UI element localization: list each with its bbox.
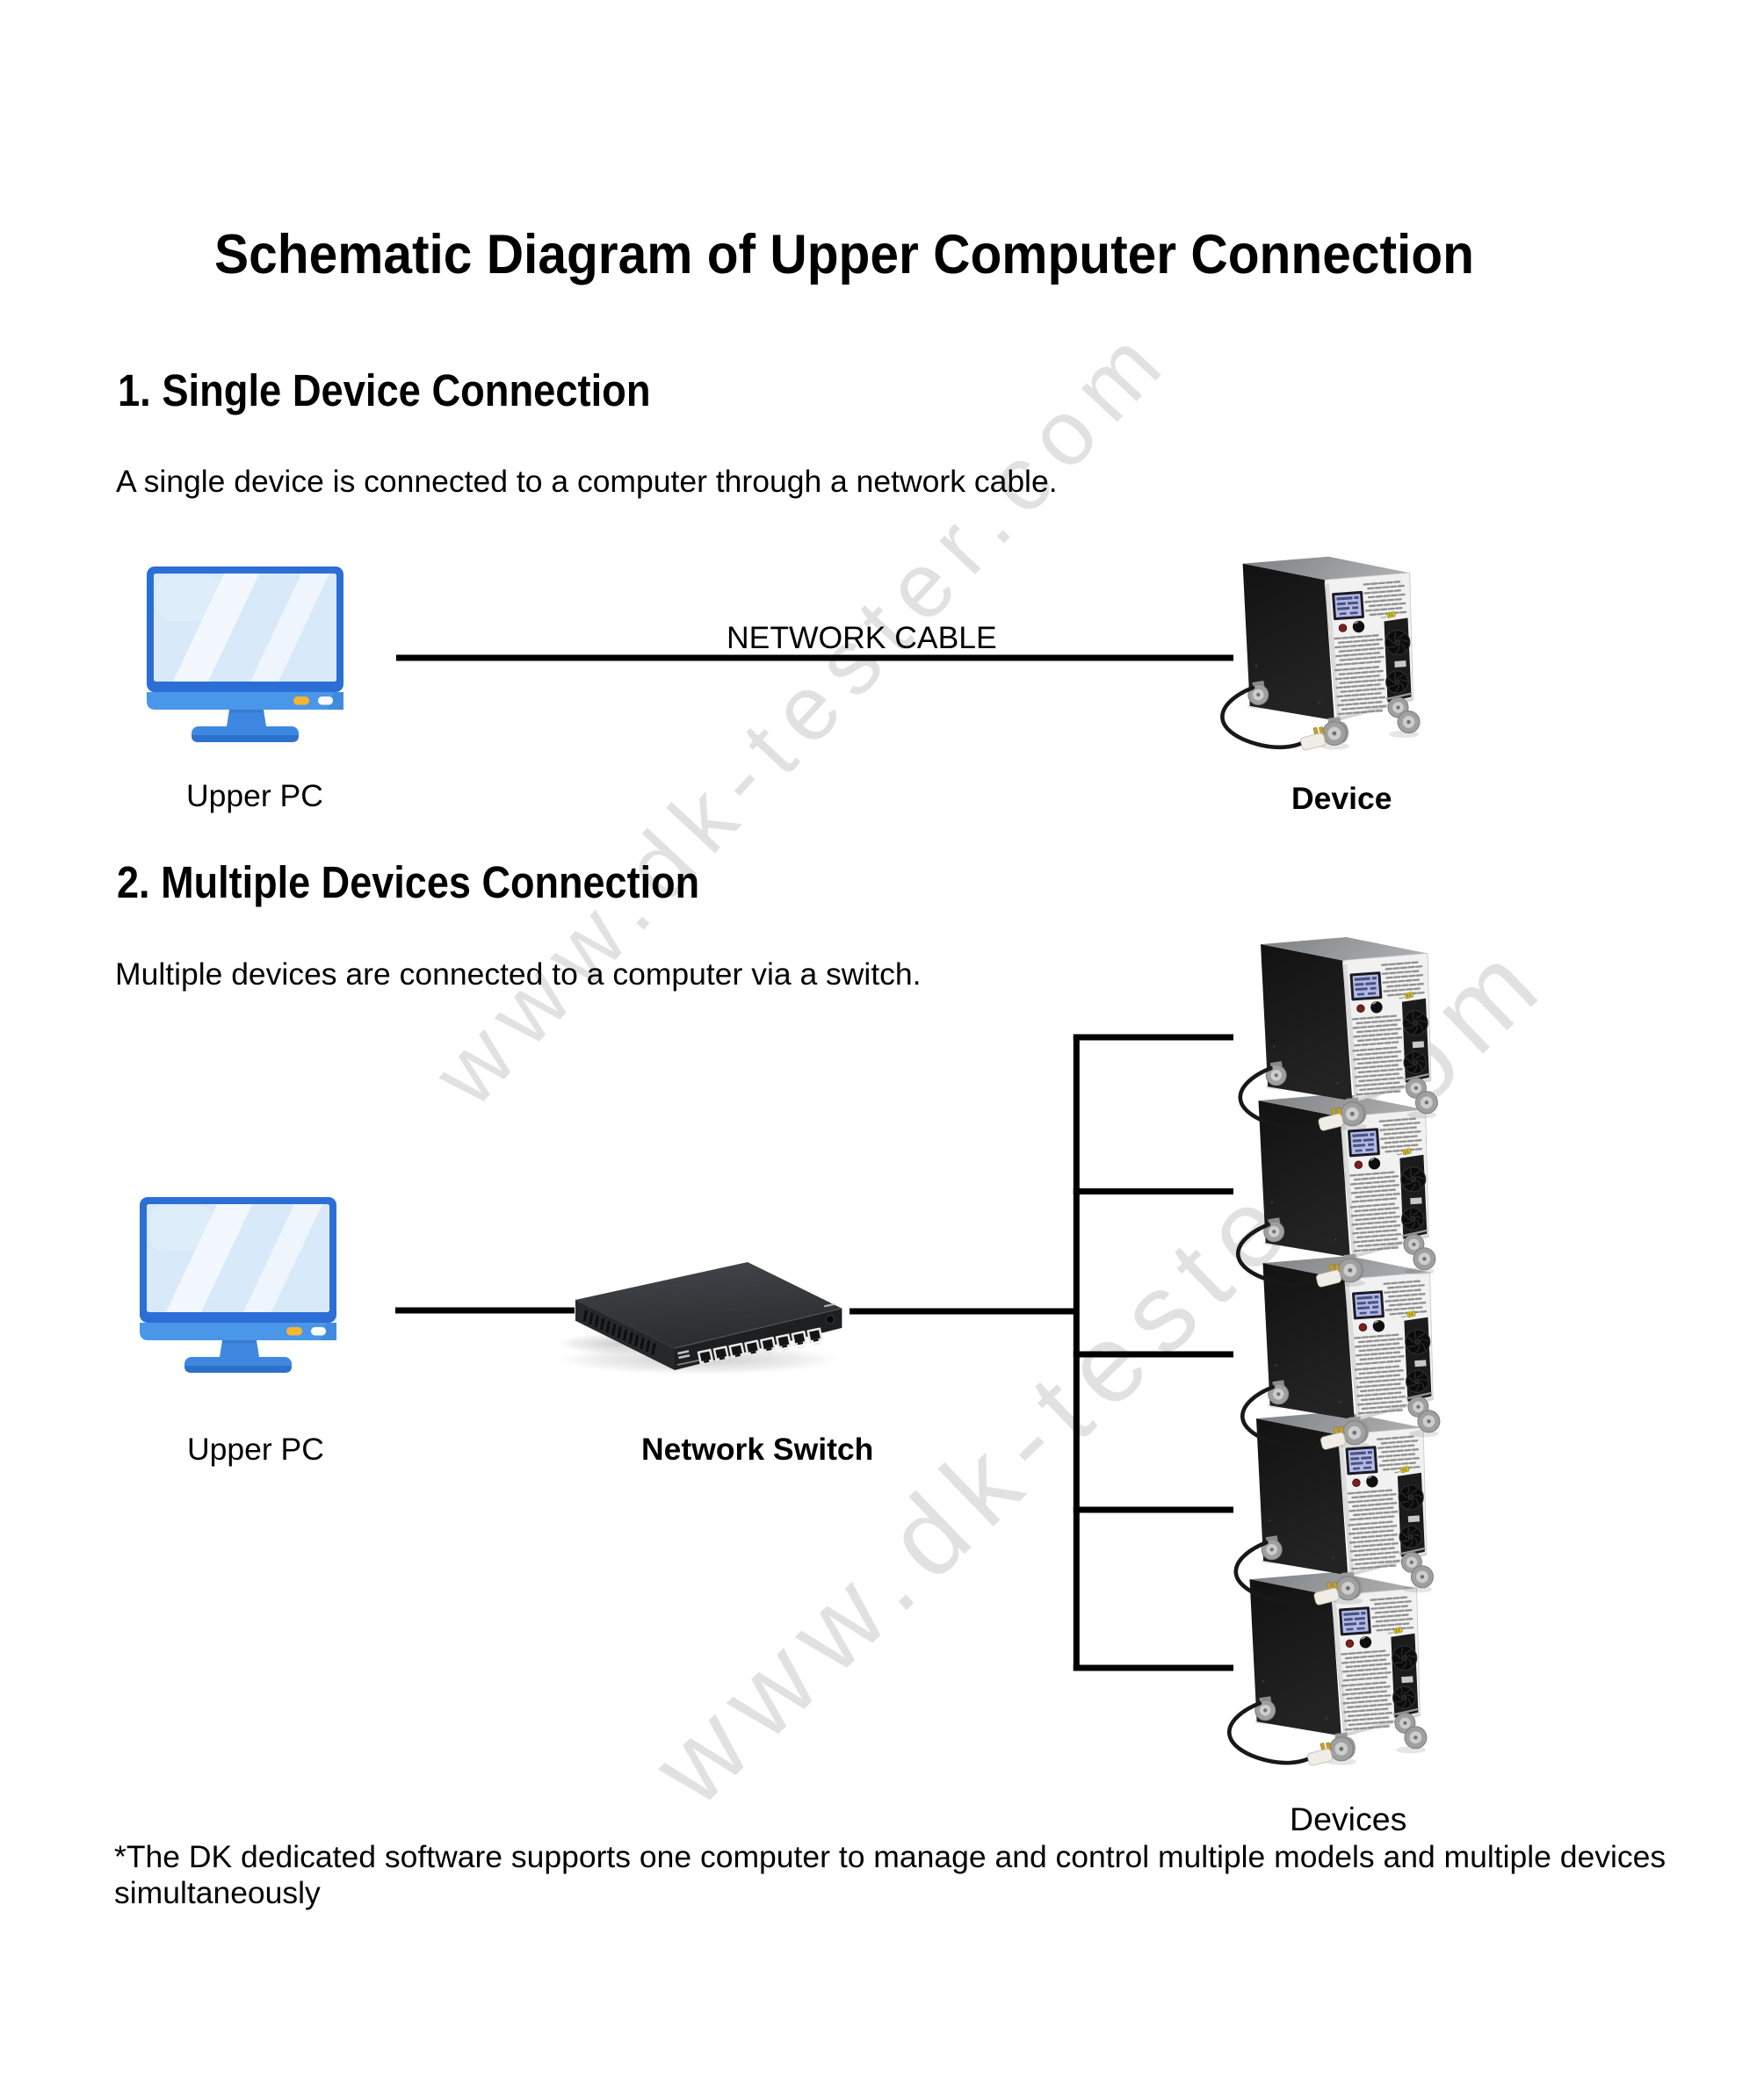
svg-text:www.dk-tester.com: www.dk-tester.com xyxy=(414,303,1190,1125)
